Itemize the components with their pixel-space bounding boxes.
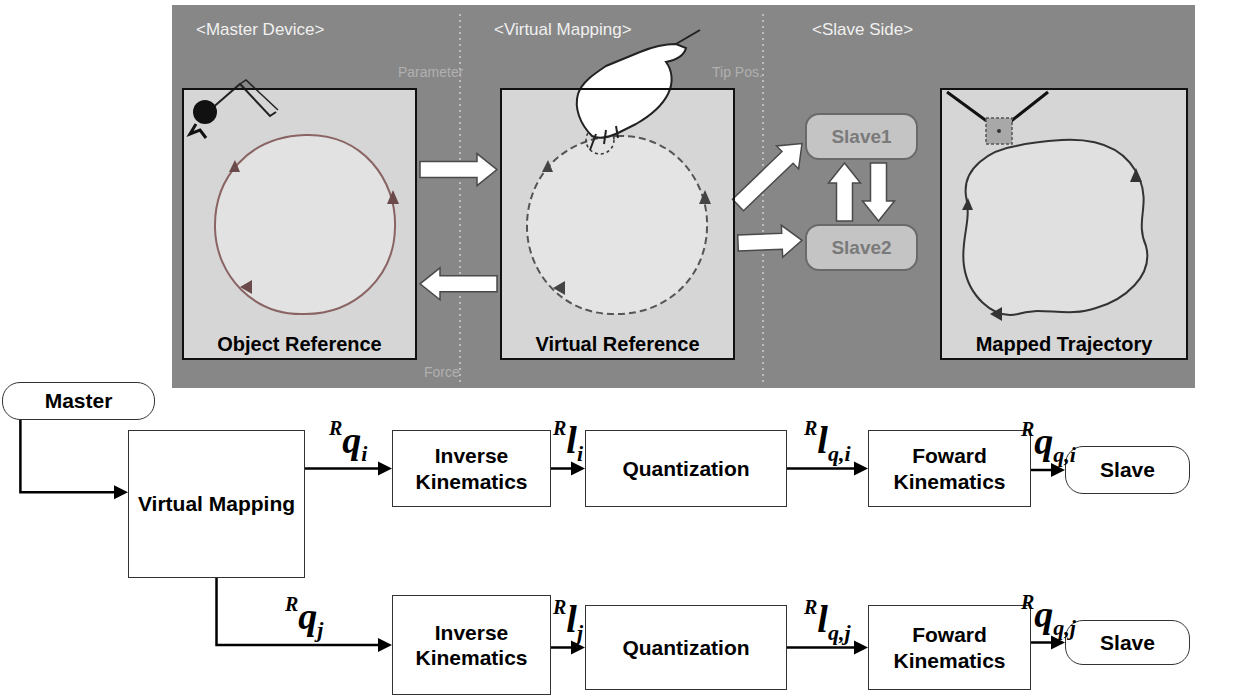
node-text: Master <box>45 389 113 413</box>
process-box: Quantization <box>585 430 787 507</box>
signal-symbol: Rlj <box>553 597 583 644</box>
arrowhead <box>854 462 868 476</box>
slave-box: Slave2 <box>805 224 918 271</box>
slave-link <box>947 92 988 122</box>
block-arrow <box>733 144 803 211</box>
direction-arrow <box>962 198 973 210</box>
node-text: Quantization <box>622 456 749 481</box>
reference-trajectory <box>215 135 395 314</box>
block-arrow <box>420 154 497 186</box>
mapped-trajectory <box>963 140 1147 315</box>
connector-line <box>20 420 118 492</box>
direction-arrow <box>553 281 565 295</box>
device-knob <box>193 100 217 124</box>
connector <box>787 462 868 476</box>
arrowhead <box>114 485 128 499</box>
section-heading: <Master Device> <box>196 20 325 40</box>
node-text: Slave1 <box>831 126 891 148</box>
section-heading: <Virtual Mapping> <box>494 20 632 40</box>
virtual-trajectory <box>527 136 707 314</box>
signal-name: Parameter <box>398 64 463 80</box>
signal-symbol: Rlq,j <box>804 597 851 644</box>
node-text: Slave <box>1100 631 1155 655</box>
node-text: Inverse Kinematics <box>397 443 546 493</box>
direction-arrow <box>542 160 553 172</box>
process-box: Foward Kinematics <box>868 605 1031 690</box>
device-arm <box>240 80 278 110</box>
connector <box>829 163 861 221</box>
reference-box: Mapped Trajectory <box>940 88 1188 360</box>
direction-arrow <box>990 307 1002 321</box>
connector <box>420 154 497 186</box>
process-box: Foward Kinematics <box>868 430 1031 507</box>
connector <box>217 578 393 652</box>
block-arrow <box>863 163 895 221</box>
top-panel <box>172 5 1195 388</box>
node-text: Slave <box>1100 458 1155 482</box>
terminal-box: Slave <box>1065 446 1190 494</box>
reference-box: Object Reference <box>182 88 417 360</box>
connector <box>20 420 128 499</box>
connector-line <box>787 646 858 649</box>
connector-line <box>305 467 382 470</box>
hand-fingers <box>590 126 618 150</box>
block-arrow <box>829 163 861 221</box>
process-box: Quantization <box>585 605 787 690</box>
connector <box>420 268 497 300</box>
slave-box: Slave1 <box>805 113 918 160</box>
connector-line <box>217 578 383 645</box>
box-ground <box>183 89 416 359</box>
box-ground <box>941 89 1187 359</box>
signal-name: Force <box>424 364 460 380</box>
section-heading: <Slave Side> <box>812 20 913 40</box>
connector <box>305 462 392 476</box>
node-text: Slave2 <box>831 237 891 259</box>
arrowhead <box>378 462 392 476</box>
process-box: Inverse Kinematics <box>392 595 551 695</box>
block-arrow <box>738 225 802 257</box>
signal-symbol: Rlq,i <box>804 418 851 465</box>
connector <box>733 144 803 211</box>
direction-arrow <box>229 160 240 172</box>
signal-symbol: Rqj <box>285 594 323 641</box>
connector-line <box>787 467 858 470</box>
stylus <box>676 30 700 44</box>
node-text: Foward Kinematics <box>873 443 1026 493</box>
node-text: Object Reference <box>217 333 382 356</box>
arrowhead <box>378 638 392 652</box>
terminal-box: Master <box>2 382 155 420</box>
node-text: Virtual Reference <box>535 333 699 356</box>
block-arrow <box>420 268 497 300</box>
arrowhead <box>854 641 868 655</box>
process-box: Inverse Kinematics <box>392 430 551 507</box>
connector <box>738 225 802 257</box>
connector <box>863 163 895 221</box>
direction-arrow <box>1130 168 1142 182</box>
signal-name: Tip Pos. <box>712 64 763 80</box>
device-base <box>190 124 206 138</box>
terminal-box: Slave <box>1065 620 1190 665</box>
direction-arrow <box>699 190 711 204</box>
direction-arrow <box>240 280 252 294</box>
box-ground <box>501 89 734 359</box>
node-text: Virtual Mapping <box>138 491 295 516</box>
signal-symbol: Rli <box>553 418 583 465</box>
hand <box>577 44 686 138</box>
end-effector <box>986 118 1012 144</box>
signal-symbol: Rqq,j <box>1021 592 1076 639</box>
node-text: Quantization <box>622 635 749 660</box>
end-effector-dot <box>997 129 1001 133</box>
connector <box>787 641 868 655</box>
reference-box: Virtual Reference <box>500 88 735 360</box>
direction-arrow <box>387 190 399 204</box>
signal-symbol: Rqq,i <box>1021 419 1076 466</box>
node-text: Mapped Trajectory <box>976 333 1153 356</box>
signal-symbol: Rqi <box>329 418 367 465</box>
slave-link <box>1010 92 1048 122</box>
process-box: Virtual Mapping <box>128 430 305 578</box>
node-text: Foward Kinematics <box>873 622 1026 672</box>
node-text: Inverse Kinematics <box>397 620 546 670</box>
